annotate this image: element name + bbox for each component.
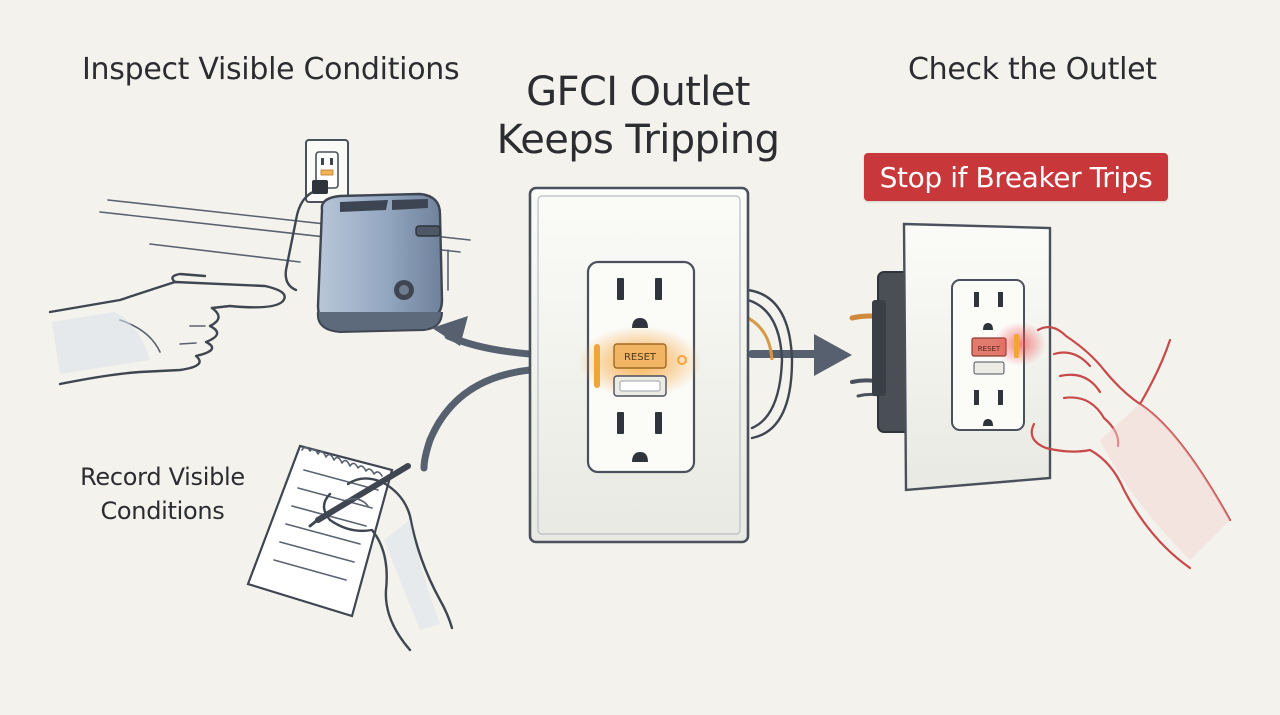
gfci-outlet-icon: RESET (528, 186, 794, 544)
arrow-to-inspect (432, 316, 534, 358)
title-line-2: Keeps Tripping (496, 117, 780, 163)
wall-outlet-check-icon: RESET (849, 222, 1052, 492)
title-line-1: GFCI Outlet (526, 69, 750, 115)
toaster-icon (284, 180, 444, 334)
warning-badge: Stop if Breaker Trips (864, 153, 1168, 201)
notepad-icon (246, 444, 394, 618)
writing-hand-icon (308, 463, 454, 652)
arrow-to-check (748, 334, 852, 376)
step-check-label: Check the Outlet (908, 52, 1157, 87)
pointing-hand-icon (48, 272, 286, 386)
touching-hand-icon (1030, 325, 1232, 570)
page-title: GFCI Outlet Keeps Tripping (490, 68, 786, 164)
arrow-to-record (420, 366, 534, 472)
reset-button-label-small: RESET (978, 345, 1001, 353)
step-inspect-label: Inspect Visible Conditions (82, 52, 460, 87)
step-record-label: Record Visible Conditions (80, 463, 245, 525)
reset-button-label: RESET (624, 352, 657, 363)
